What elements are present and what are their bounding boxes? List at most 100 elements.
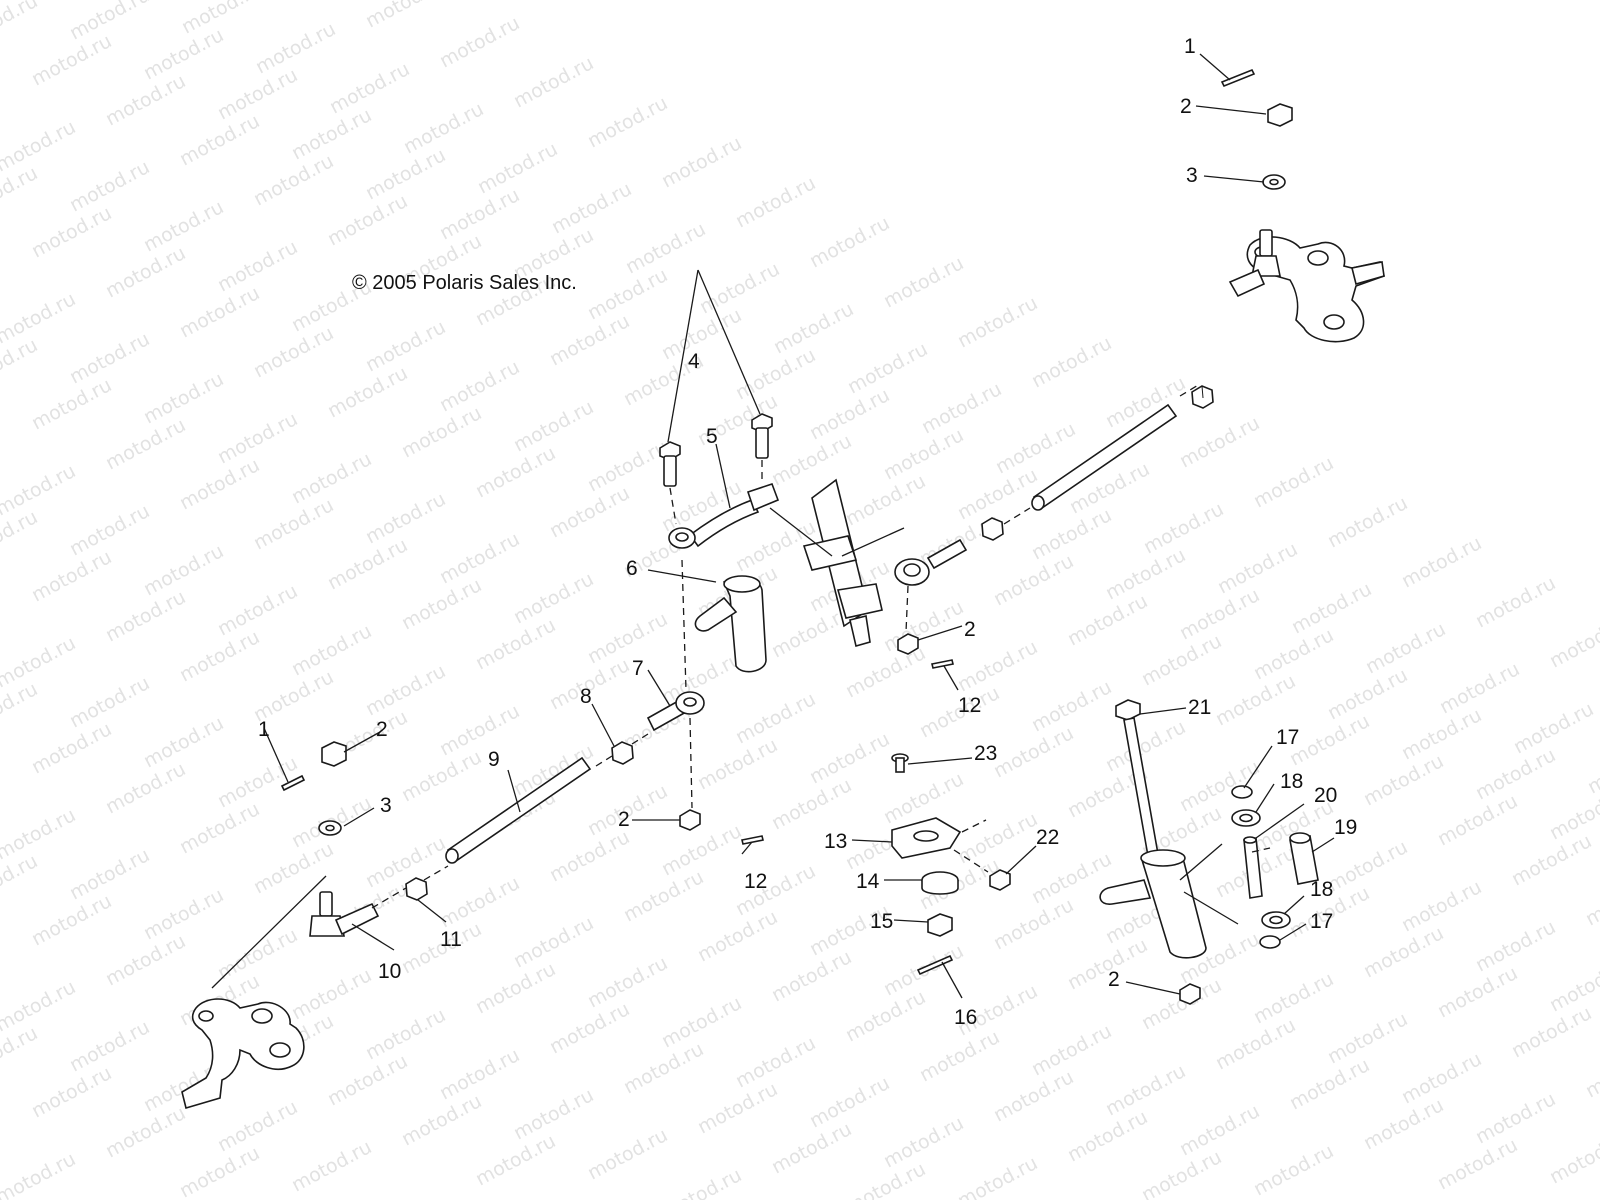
watermark-text: motod.ru	[176, 626, 263, 686]
watermark-text: motod.ru	[140, 712, 227, 772]
washer-17-upper	[1231, 785, 1253, 799]
right-inner-nut	[981, 517, 1004, 541]
watermark-text: motod.ru	[176, 1142, 263, 1200]
watermark-text: motod.ru	[510, 396, 597, 456]
watermark-text: motod.ru	[288, 104, 375, 164]
watermark-text: motod.ru	[1472, 1088, 1559, 1148]
watermark-text: motod.ru	[918, 378, 1005, 438]
watermark-text: motod.ru	[1064, 1106, 1151, 1166]
watermark-text: motod.ru	[1434, 1134, 1521, 1194]
watermark-text: motod.ru	[436, 700, 523, 760]
watermark-text: motod.ru	[954, 464, 1041, 524]
watermark-text: motod.ru	[1434, 790, 1521, 850]
bolt-right	[751, 413, 773, 459]
watermark-text: motod.ru	[620, 866, 707, 926]
callout-13: 13	[824, 830, 847, 853]
callout-11: 11	[440, 928, 462, 951]
watermark-text: motod.ru	[1398, 532, 1485, 592]
watermark-text: motod.ru	[1360, 1094, 1447, 1154]
watermark-text: motod.ru	[362, 660, 449, 720]
watermark-text: motod.ru	[1508, 1002, 1595, 1062]
watermark-text: motod.ru	[66, 672, 153, 732]
watermark-text: motod.ru	[694, 1078, 781, 1138]
callout-23: 23	[974, 742, 997, 765]
watermark-text: motod.ru	[990, 894, 1077, 954]
watermark-text: motod.ru	[1250, 452, 1337, 512]
callout-7: 7	[632, 657, 644, 680]
copyright-notice: © 2005 Polaris Sales Inc.	[352, 272, 577, 294]
watermark-text: motod.ru	[1212, 1014, 1299, 1074]
washer-right	[1262, 174, 1286, 190]
watermark-text: motod.ru	[584, 264, 671, 324]
watermark-text: motod.ru	[842, 642, 929, 702]
watermark-text: motod.ru	[1360, 750, 1447, 810]
watermark-text: motod.ru	[102, 758, 189, 818]
watermark-text: motod.ru	[916, 1026, 1003, 1086]
watermark-text: motod.ru	[732, 344, 819, 404]
watermark-text: motod.ru	[288, 620, 375, 680]
right-jam-nut	[1191, 385, 1214, 409]
watermark-text: motod.ru	[398, 1090, 485, 1150]
cotter-pin-16	[916, 954, 954, 976]
callout-3-left: 3	[380, 794, 392, 817]
watermark-text: motod.ru	[140, 368, 227, 428]
watermark-text: motod.ru	[472, 614, 559, 674]
washer-17-lower	[1259, 935, 1281, 949]
watermark-text: motod.ru	[1102, 544, 1189, 604]
callout-10: 10	[378, 960, 401, 983]
watermark-text: motod.ru	[1028, 332, 1115, 392]
watermark-text: motod.ru	[1398, 1048, 1485, 1108]
watermark-text: motod.ru	[732, 172, 819, 232]
watermark-text: motod.ru	[1324, 492, 1411, 552]
callout-2-bottom-right: 2	[1108, 968, 1120, 991]
watermark-text: motod.ru	[0, 1148, 79, 1200]
watermark-text: motod.ru	[1214, 538, 1301, 598]
watermark-text: motod.ru	[102, 242, 189, 302]
watermark-text: motod.ru	[1324, 1008, 1411, 1068]
watermark-text: motod.ru	[658, 992, 745, 1052]
watermark-text: motod.ru	[472, 442, 559, 502]
watermark-text: motod.ru	[806, 384, 893, 444]
watermark-text: motod.ru	[102, 930, 189, 990]
nut-22	[989, 869, 1011, 891]
bolt-23	[891, 753, 909, 773]
watermark-text: motod.ru	[658, 132, 745, 192]
watermark-text: motod.ru	[1102, 716, 1189, 776]
callout-2-upper-center: 2	[964, 618, 976, 641]
pitman-arm	[694, 575, 767, 673]
watermark-text: motod.ru	[880, 596, 967, 656]
callout-1-right: 1	[1184, 35, 1196, 58]
watermark-text: motod.ru	[1102, 1060, 1189, 1120]
watermark-text: motod.ru	[214, 1096, 301, 1156]
watermark-text: motod.ru	[1398, 876, 1485, 936]
callout-18-lower: 18	[1310, 878, 1333, 901]
watermark-text: motod.ru	[770, 298, 857, 358]
castle-nut-left	[321, 741, 347, 767]
watermark-text: motod.ru	[28, 374, 115, 434]
watermark-text: motod.ru	[584, 92, 671, 152]
callout-labels: 1 2 3 4 5 6 7 8 9 1 2 3 2 12 10 11 2 12 …	[258, 35, 1357, 1029]
watermark-text: motod.ru	[768, 774, 855, 834]
callout-3-right: 3	[1186, 164, 1198, 187]
watermark-text: motod.ru	[880, 1112, 967, 1172]
right-tie-rod-tube	[1031, 403, 1178, 511]
watermark-text: motod.ru	[28, 30, 115, 90]
watermark-text: motod.ru	[768, 1118, 855, 1178]
watermark-text: motod.ru	[436, 12, 523, 72]
watermark-text: motod.ru	[1398, 704, 1485, 764]
watermark-text: motod.ru	[362, 144, 449, 204]
watermark-text: motod.ru	[1176, 584, 1263, 644]
watermark-text: motod.ru	[1138, 974, 1225, 1034]
watermark-text: motod.ru	[1472, 916, 1559, 976]
nut-upper-center	[897, 633, 919, 655]
watermark-text: motod.ru	[1546, 1128, 1600, 1188]
left-tie-rod-end	[309, 891, 380, 937]
callout-2-left: 2	[376, 718, 388, 741]
watermark-text: motod.ru	[990, 1066, 1077, 1126]
watermark-text: motod.ru	[1362, 618, 1449, 678]
watermark-text: motod.ru	[546, 310, 633, 370]
watermark-text: motod.ru	[0, 0, 41, 50]
plate-13	[891, 817, 962, 859]
watermark-text: motod.ru	[214, 580, 301, 640]
